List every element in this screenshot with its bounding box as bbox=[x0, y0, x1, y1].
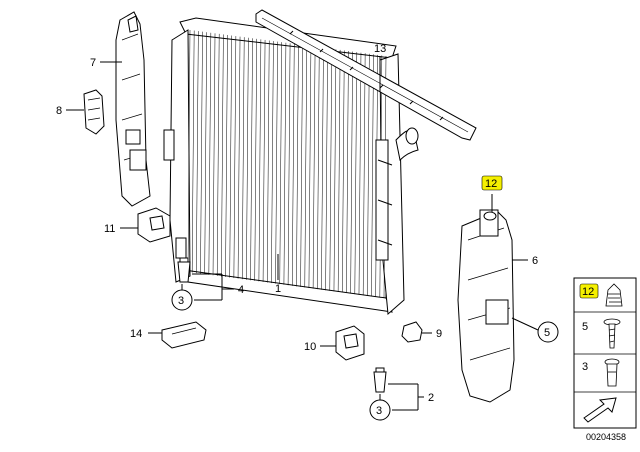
legend-label-12: 12 bbox=[582, 286, 594, 298]
callout-3-lower: 3 bbox=[369, 399, 391, 421]
radiator-fin bbox=[258, 39, 262, 282]
radiator-fin bbox=[304, 45, 308, 288]
radiator bbox=[163, 17, 419, 316]
radiator-fin bbox=[208, 32, 212, 275]
callout-3-lower-label: 3 bbox=[376, 405, 382, 417]
callout-14: 14 bbox=[130, 328, 142, 340]
right-air-duct bbox=[457, 209, 515, 403]
callout-5-label: 5 bbox=[544, 327, 550, 339]
radiator-fin bbox=[237, 36, 241, 279]
radiator-fin bbox=[221, 34, 224, 277]
radiator-fin bbox=[271, 41, 274, 284]
diagram-id: 00204358 bbox=[586, 432, 626, 442]
legend-label-5: 5 bbox=[582, 321, 588, 333]
stud-lower bbox=[373, 367, 387, 393]
seal-strip bbox=[255, 9, 477, 141]
radiator-fin bbox=[212, 33, 216, 276]
bracket-8 bbox=[83, 89, 105, 135]
rubber-mount-10 bbox=[335, 325, 365, 361]
radiator-fin bbox=[254, 38, 257, 281]
radiator-fin bbox=[346, 51, 349, 294]
leader-lines bbox=[66, 56, 539, 411]
radiator-fin bbox=[187, 29, 191, 273]
radiator-fin bbox=[296, 44, 299, 287]
clip-9 bbox=[401, 321, 423, 343]
callout-6: 6 bbox=[532, 255, 538, 267]
rubber-mount-11 bbox=[137, 207, 171, 243]
callout-9: 9 bbox=[436, 328, 442, 340]
radiator-fin bbox=[371, 54, 374, 297]
radiator-fin bbox=[317, 47, 320, 290]
radiator-fin bbox=[333, 49, 337, 292]
radiator-fin bbox=[362, 53, 366, 296]
left-air-duct bbox=[115, 11, 151, 207]
radiator-fin bbox=[292, 43, 295, 286]
stud-upper bbox=[177, 257, 191, 283]
radiator-fin bbox=[354, 52, 358, 295]
radiator-fin bbox=[350, 51, 353, 294]
callout-11: 11 bbox=[104, 223, 115, 235]
radiator-fin bbox=[241, 37, 245, 280]
radiator-fin bbox=[216, 33, 220, 276]
radiator-fin bbox=[337, 49, 341, 292]
radiator-fin bbox=[300, 44, 303, 287]
radiator-fin bbox=[367, 53, 370, 296]
radiator-fin bbox=[325, 48, 328, 291]
expansion-rivet-icon bbox=[604, 358, 620, 387]
legend-label-3: 3 bbox=[582, 361, 588, 373]
radiator-fin bbox=[287, 43, 291, 286]
radiator-fin bbox=[321, 47, 324, 290]
fastener-legend: 12 5 3 bbox=[573, 277, 637, 429]
radiator-fin bbox=[329, 48, 333, 291]
callout-1: 1 bbox=[275, 283, 281, 295]
radiator-fin bbox=[229, 35, 232, 278]
callout-12: 12 bbox=[481, 175, 503, 191]
callout-3-upper: 3 bbox=[171, 289, 193, 311]
screw-icon bbox=[603, 318, 621, 349]
callout-12-label: 12 bbox=[485, 178, 497, 190]
radiator-fin bbox=[308, 46, 312, 289]
radiator-fin bbox=[279, 42, 282, 285]
callout-2: 2 bbox=[428, 392, 434, 404]
radiator-fin bbox=[266, 40, 270, 283]
callout-10: 10 bbox=[304, 341, 316, 353]
callout-5: 5 bbox=[537, 321, 559, 343]
radiator-fin bbox=[225, 34, 228, 277]
radiator-fin bbox=[204, 32, 207, 275]
radiator-fin bbox=[250, 38, 253, 281]
radiator-fin bbox=[191, 30, 195, 273]
radiator-fin bbox=[283, 42, 287, 285]
radiator-fin bbox=[312, 46, 316, 289]
direction-arrow-icon bbox=[583, 397, 617, 423]
radiator-fin bbox=[233, 36, 237, 279]
bracket-14 bbox=[161, 321, 207, 349]
radiator-fin bbox=[200, 31, 203, 274]
radiator-fin bbox=[246, 37, 249, 280]
callout-4: 4 bbox=[238, 284, 244, 296]
callout-8: 8 bbox=[56, 105, 62, 117]
callout-13: 13 bbox=[374, 43, 386, 55]
callout-3-upper-label: 3 bbox=[178, 295, 184, 307]
callout-7: 7 bbox=[90, 57, 96, 69]
radiator-fin bbox=[262, 39, 266, 282]
spring-nut-icon bbox=[605, 283, 623, 307]
radiator-fin bbox=[196, 31, 199, 274]
radiator-fin bbox=[275, 41, 278, 284]
radiator-fin bbox=[358, 52, 362, 295]
radiator-fin bbox=[342, 50, 345, 293]
